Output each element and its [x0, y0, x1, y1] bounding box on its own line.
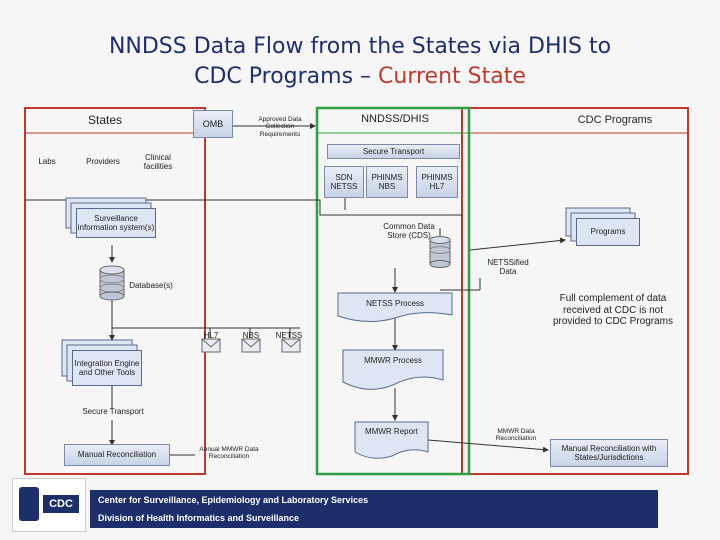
title-line-2: CDC Programs – Current State: [0, 64, 720, 89]
surveillance-systems-box: Surveillance information system(s): [76, 208, 156, 238]
mmwr-report-label: MMWR Report: [365, 427, 418, 436]
states-secure-transport-label: Secure Transport: [82, 407, 144, 416]
mmwr-report-shape: [354, 421, 429, 459]
integration-engine-box: Integration Engine and Other Tools: [72, 350, 142, 386]
netss-process-label: NETSS Process: [366, 299, 424, 308]
hl7-envelope-icon: [201, 338, 221, 353]
netssified-data-label: NETSSified Data: [487, 258, 529, 277]
title-highlight: Current State: [378, 64, 526, 89]
netss-process-shape: [337, 292, 453, 322]
sdn-netss-box: SDN NETSS: [324, 166, 364, 198]
cdc-programs-container: [461, 107, 689, 475]
cdc-logo: CDC: [12, 478, 86, 532]
cds-database-icon: [429, 236, 451, 268]
title-line-1: NNDSS Data Flow from the States via DHIS…: [108, 34, 612, 59]
title-prefix: CDC Programs –: [194, 64, 379, 89]
phinms-nbs-box: PHINMS NBS: [366, 166, 408, 198]
nndss-header: NNDSS/DHIS: [361, 113, 429, 125]
mmwr-process-shape: [342, 349, 444, 390]
cdc-programs-header: CDC Programs: [577, 114, 653, 126]
footer-bar: Center for Surveillance, Epidemiology an…: [90, 490, 658, 528]
states-manual-reconciliation-box: Manual Reconciliation: [64, 444, 170, 466]
phinms-hl7-box: PHINMS HL7: [416, 166, 458, 198]
databases-label: Database(s): [129, 281, 173, 290]
netss-envelope-icon: [281, 338, 301, 353]
providers-label: Providers: [86, 157, 120, 166]
omb-box: OMB: [193, 110, 233, 138]
states-container: [24, 107, 206, 475]
cdc-manual-reconciliation-box: Manual Reconciliation with States/Jurisd…: [550, 439, 668, 467]
hl7-label: HL7: [203, 331, 219, 340]
clinical-facilities-label: Clinical facilities: [143, 153, 173, 172]
hhs-eagle-icon: [19, 487, 39, 521]
programs-box: Programs: [576, 218, 640, 246]
states-header: States: [87, 113, 123, 127]
footer-division-name: Division of Health Informatics and Surve…: [98, 513, 300, 523]
states-database-icon: [99, 265, 125, 301]
cdc-logo-text: CDC: [43, 495, 79, 513]
mmwr-process-label: MMWR Process: [364, 356, 422, 365]
nbs-label: NBS: [242, 331, 260, 340]
nbs-envelope-icon: [241, 338, 261, 353]
secure-transport-box: Secure Transport: [327, 144, 460, 159]
full-complement-note: Full complement of data received at CDC …: [552, 293, 674, 327]
cds-label: Common Data Store (CDS): [383, 222, 435, 241]
mmwr-data-reconciliation-label: MMWR Data Reconciliation: [495, 428, 537, 443]
labs-label: Labs: [38, 157, 56, 166]
netss-label: NETSS: [275, 331, 303, 340]
approved-requirements-label: Approved Data Collection Requirements: [258, 116, 302, 138]
annual-reconciliation-label: Annual MMWR Data Reconciliation: [199, 446, 259, 461]
nndss-container: [315, 106, 471, 476]
footer-center-name: Center for Surveillance, Epidemiology an…: [98, 495, 369, 505]
